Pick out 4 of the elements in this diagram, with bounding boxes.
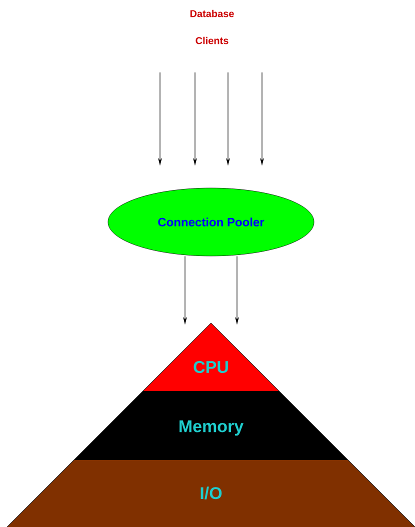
io-band: I/O <box>7 460 415 527</box>
memory-band: Memory <box>74 391 348 460</box>
cpu-band: CPU <box>143 323 279 391</box>
title-text: Database Clients <box>190 10 234 44</box>
